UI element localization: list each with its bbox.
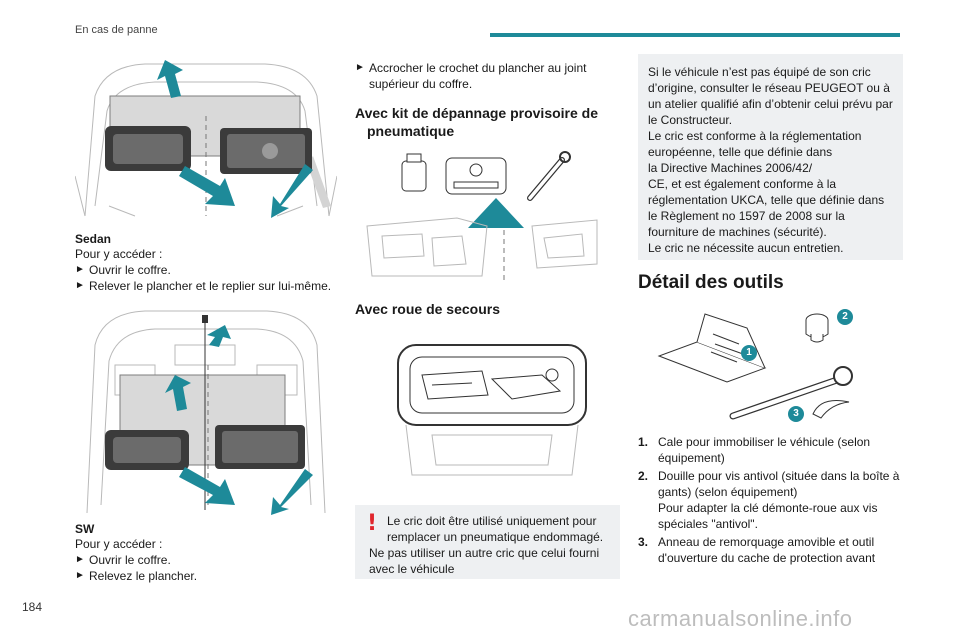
note-line: Le cric est conforme à la réglementation…	[648, 129, 862, 159]
sw-steps: ►Ouvrir le coffre. ►Relevez le plancher.	[75, 552, 337, 584]
warning-line2: Ne pas utiliser un autre cric que celui …	[369, 546, 600, 576]
bullet-icon: ►	[355, 62, 365, 73]
list-item: ►Accrocher le crochet du plancher au joi…	[355, 61, 587, 91]
tools-list: 1. Cale pour immobiliser le véhicule (se…	[638, 434, 903, 566]
list-item: 3. Anneau de remorquage amovible et outi…	[638, 535, 876, 565]
hook-step: ►Accrocher le crochet du plancher au joi…	[355, 60, 620, 92]
note-line: CE, et est également conforme à la régle…	[648, 177, 885, 239]
tools-heading: Détail des outils	[638, 272, 784, 293]
list-item: ►Relever le plancher et le replier sur l…	[75, 279, 332, 293]
callout-2: 2	[837, 309, 853, 325]
sedan-steps: ►Ouvrir le coffre. ►Relever le plancher …	[75, 262, 337, 294]
spare-wheel-heading: Avec roue de secours	[355, 301, 500, 317]
list-item: ►Ouvrir le coffre.	[75, 553, 171, 567]
kit-heading: Avec kit de dépannage provisoire de pneu…	[355, 105, 599, 139]
bullet-icon: ►	[75, 570, 85, 581]
info-note-box: Si le véhicule n’est pas équipé de son c…	[638, 54, 903, 260]
tools-list-section: 1. Cale pour immobiliser le véhicule (se…	[638, 434, 903, 568]
bullet-icon: ►	[75, 264, 85, 275]
running-header: En cas de panne	[75, 24, 158, 36]
watermark: carmanualsonline.info	[628, 606, 853, 631]
sw-trunk-illustration	[75, 305, 337, 515]
sedan-intro: Pour y accéder :	[75, 247, 163, 261]
spare-wheel-tray-illustration	[392, 335, 592, 480]
note-line: Si le véhicule n’est pas équipé de son c…	[648, 65, 893, 127]
list-item: ►Relevez le plancher.	[75, 569, 198, 583]
exclamation-icon: !	[367, 511, 378, 536]
repair-kit-illustration	[362, 146, 602, 281]
page-number: 184	[22, 600, 43, 614]
callout-3: 3	[788, 406, 804, 422]
bullet-icon: ►	[75, 280, 85, 291]
warning-box: ! Le cric doit être utilisé uniquement p…	[355, 505, 620, 579]
tools-illustration: 1 2 3	[655, 304, 865, 426]
sedan-section: Sedan Pour y accéder : ►Ouvrir le coffre…	[75, 232, 337, 294]
list-item: ►Ouvrir le coffre.	[75, 263, 171, 277]
warning-line1: Le cric doit être utilisé uniquement pou…	[387, 514, 604, 544]
sedan-title: Sedan	[75, 232, 112, 246]
callout-1: 1	[741, 345, 757, 361]
sw-title: SW	[75, 522, 95, 536]
sedan-trunk-illustration	[75, 56, 337, 221]
sw-section: SW Pour y accéder : ►Ouvrir le coffre. ►…	[75, 522, 337, 584]
sw-intro: Pour y accéder :	[75, 537, 163, 551]
header-accent-bar	[490, 33, 900, 37]
bullet-icon: ►	[75, 554, 85, 565]
note-line: Le cric ne nécessite aucun entretien.	[648, 241, 844, 255]
note-line: la Directive Machines 2006/42/	[648, 161, 813, 175]
list-item: 2. Douille pour vis antivol (située dans…	[638, 469, 900, 531]
list-item: 1. Cale pour immobiliser le véhicule (se…	[638, 435, 871, 465]
